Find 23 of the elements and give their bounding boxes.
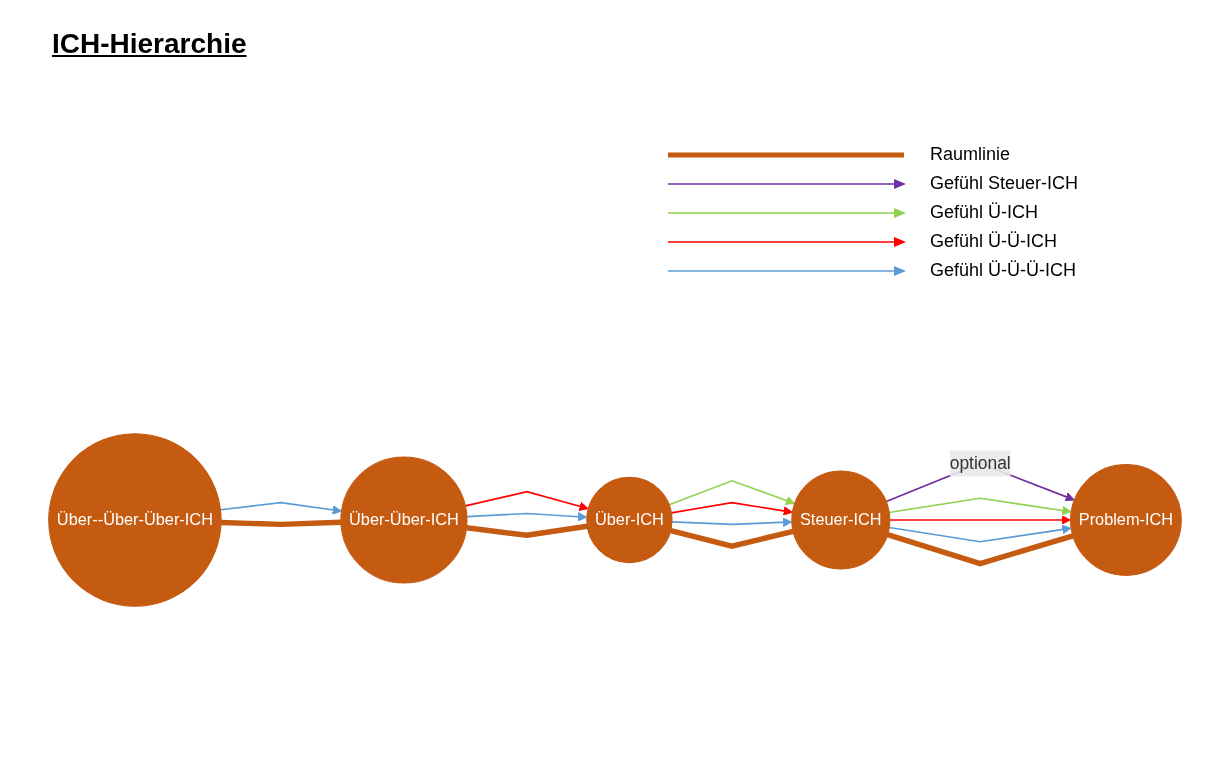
arrow bbox=[671, 517, 793, 528]
arrow bbox=[888, 497, 1072, 516]
node-circle: Über-Über-ICH bbox=[340, 456, 468, 584]
legend-text: Gefühl Ü-Ü-ICH bbox=[930, 231, 1058, 252]
legend-text: Gefühl Ü-ICH bbox=[930, 202, 1039, 223]
connector bbox=[886, 532, 1074, 567]
connector bbox=[466, 523, 588, 538]
legend-text: Gefühl Steuer-ICH bbox=[930, 173, 1079, 194]
connector bbox=[670, 527, 794, 549]
node-circle: Über--Über-Über-ICH bbox=[48, 433, 222, 607]
arrow bbox=[464, 490, 589, 511]
arrow bbox=[466, 511, 588, 522]
legend-text: Gefühl Ü-Ü-Ü-ICH bbox=[930, 260, 1076, 281]
connector bbox=[221, 519, 341, 528]
node-circle: Über-ICH bbox=[586, 476, 673, 564]
node-circle: Problem-ICH bbox=[1070, 464, 1182, 576]
edge-label: optional bbox=[949, 453, 1011, 473]
arrow bbox=[888, 524, 1072, 543]
node-circle: Steuer-ICH bbox=[791, 470, 891, 570]
legend-text: Raumlinie bbox=[930, 144, 1011, 165]
arrow bbox=[889, 515, 1071, 525]
arrow bbox=[668, 479, 796, 506]
title: ICH-Hierarchie bbox=[52, 28, 247, 60]
